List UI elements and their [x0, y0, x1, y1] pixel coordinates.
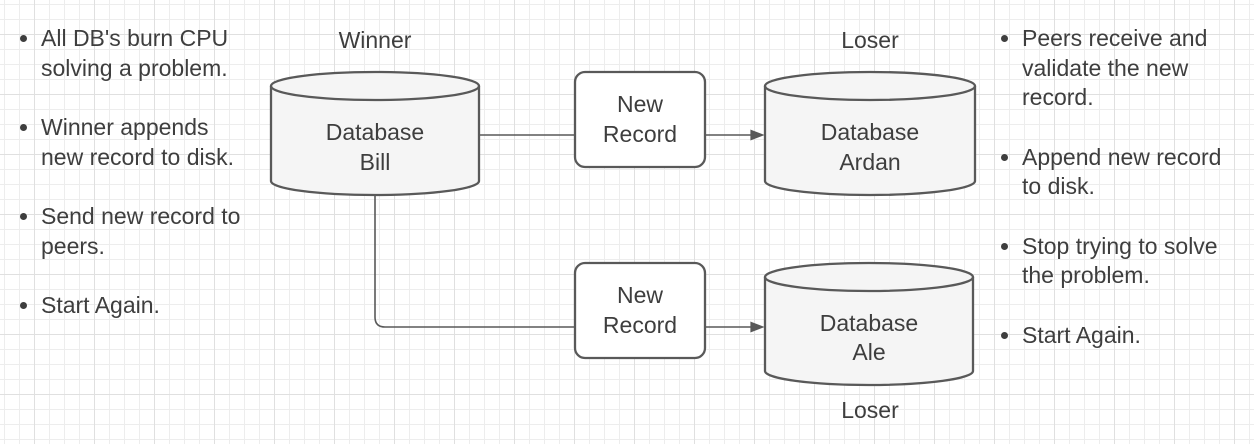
new-record-box-bottom[interactable] [573, 261, 707, 360]
database-ale-cylinder[interactable] [763, 261, 975, 387]
database-ale-label: Database Ale [819, 309, 919, 366]
database-ardan-cylinder[interactable] [763, 70, 977, 197]
note-item: Stop trying to solve the problem. [1022, 232, 1254, 291]
note-item: Start Again. [1022, 321, 1254, 351]
note-item: Start Again. [41, 291, 283, 321]
arrowhead-icon [750, 321, 765, 333]
database-ardan-label: Database Ardan [820, 119, 920, 175]
new-record-bottom-label: New Record [602, 282, 678, 338]
note-item: Append new record to disk. [1022, 143, 1254, 202]
left-notes-text[interactable]: All DB's burn CPU solving a problem. Win… [22, 24, 283, 351]
arrowhead-icon [750, 129, 765, 141]
right-notes-text[interactable]: Peers receive and validate the new recor… [1003, 24, 1254, 380]
new-record-top-label: New Record [602, 91, 678, 147]
connector-newrecord-bottom-to-ale[interactable] [705, 321, 765, 333]
winner-label: Winner [338, 27, 412, 54]
loser-bottom-label: Loser [841, 397, 899, 424]
note-item: All DB's burn CPU solving a problem. [41, 24, 283, 83]
connector-bill-to-newrecord-bottom[interactable] [374, 196, 575, 328]
note-item: Send new record to peers. [41, 202, 283, 261]
loser-top-label: Loser [841, 27, 899, 54]
database-bill-label: Database Bill [325, 119, 425, 175]
new-record-box-top[interactable] [573, 70, 707, 169]
note-item: Winner appends new record to disk. [41, 113, 283, 172]
database-bill-cylinder[interactable] [269, 70, 481, 197]
connector-newrecord-top-to-ardan[interactable] [705, 129, 765, 141]
note-item: Peers receive and validate the new recor… [1022, 24, 1254, 113]
